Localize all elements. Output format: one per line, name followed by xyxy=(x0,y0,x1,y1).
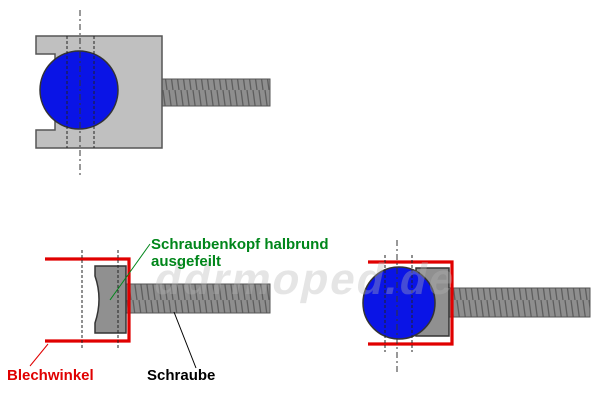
left-hidden-lines xyxy=(81,250,119,350)
sheet-bracket-label: Blechwinkel xyxy=(7,367,94,384)
top-assembly xyxy=(35,10,271,178)
screw-label: Schraube xyxy=(147,367,216,384)
right-hidden-lines xyxy=(384,255,413,352)
top-ball xyxy=(39,50,119,130)
red-leader-line xyxy=(29,343,49,367)
left-assembly xyxy=(29,243,271,369)
black-leader-line xyxy=(173,311,197,369)
right-ball xyxy=(362,266,436,340)
right-screw-thread xyxy=(448,287,591,318)
screw-head-note: Schraubenkopf halbrund ausgefeilt xyxy=(151,236,329,270)
screw-head-note-line1: Schraubenkopf halbrund xyxy=(151,236,329,253)
left-screw-thread xyxy=(125,283,271,314)
right-sheet-bracket xyxy=(368,260,454,346)
top-screw-thread xyxy=(161,78,271,107)
green-leader-line xyxy=(109,243,151,301)
left-sheet-bracket xyxy=(45,257,131,343)
screw-head-note-line2: ausgefeilt xyxy=(151,253,222,270)
top-hidden-lines xyxy=(66,36,95,148)
right-assembly xyxy=(362,240,591,372)
